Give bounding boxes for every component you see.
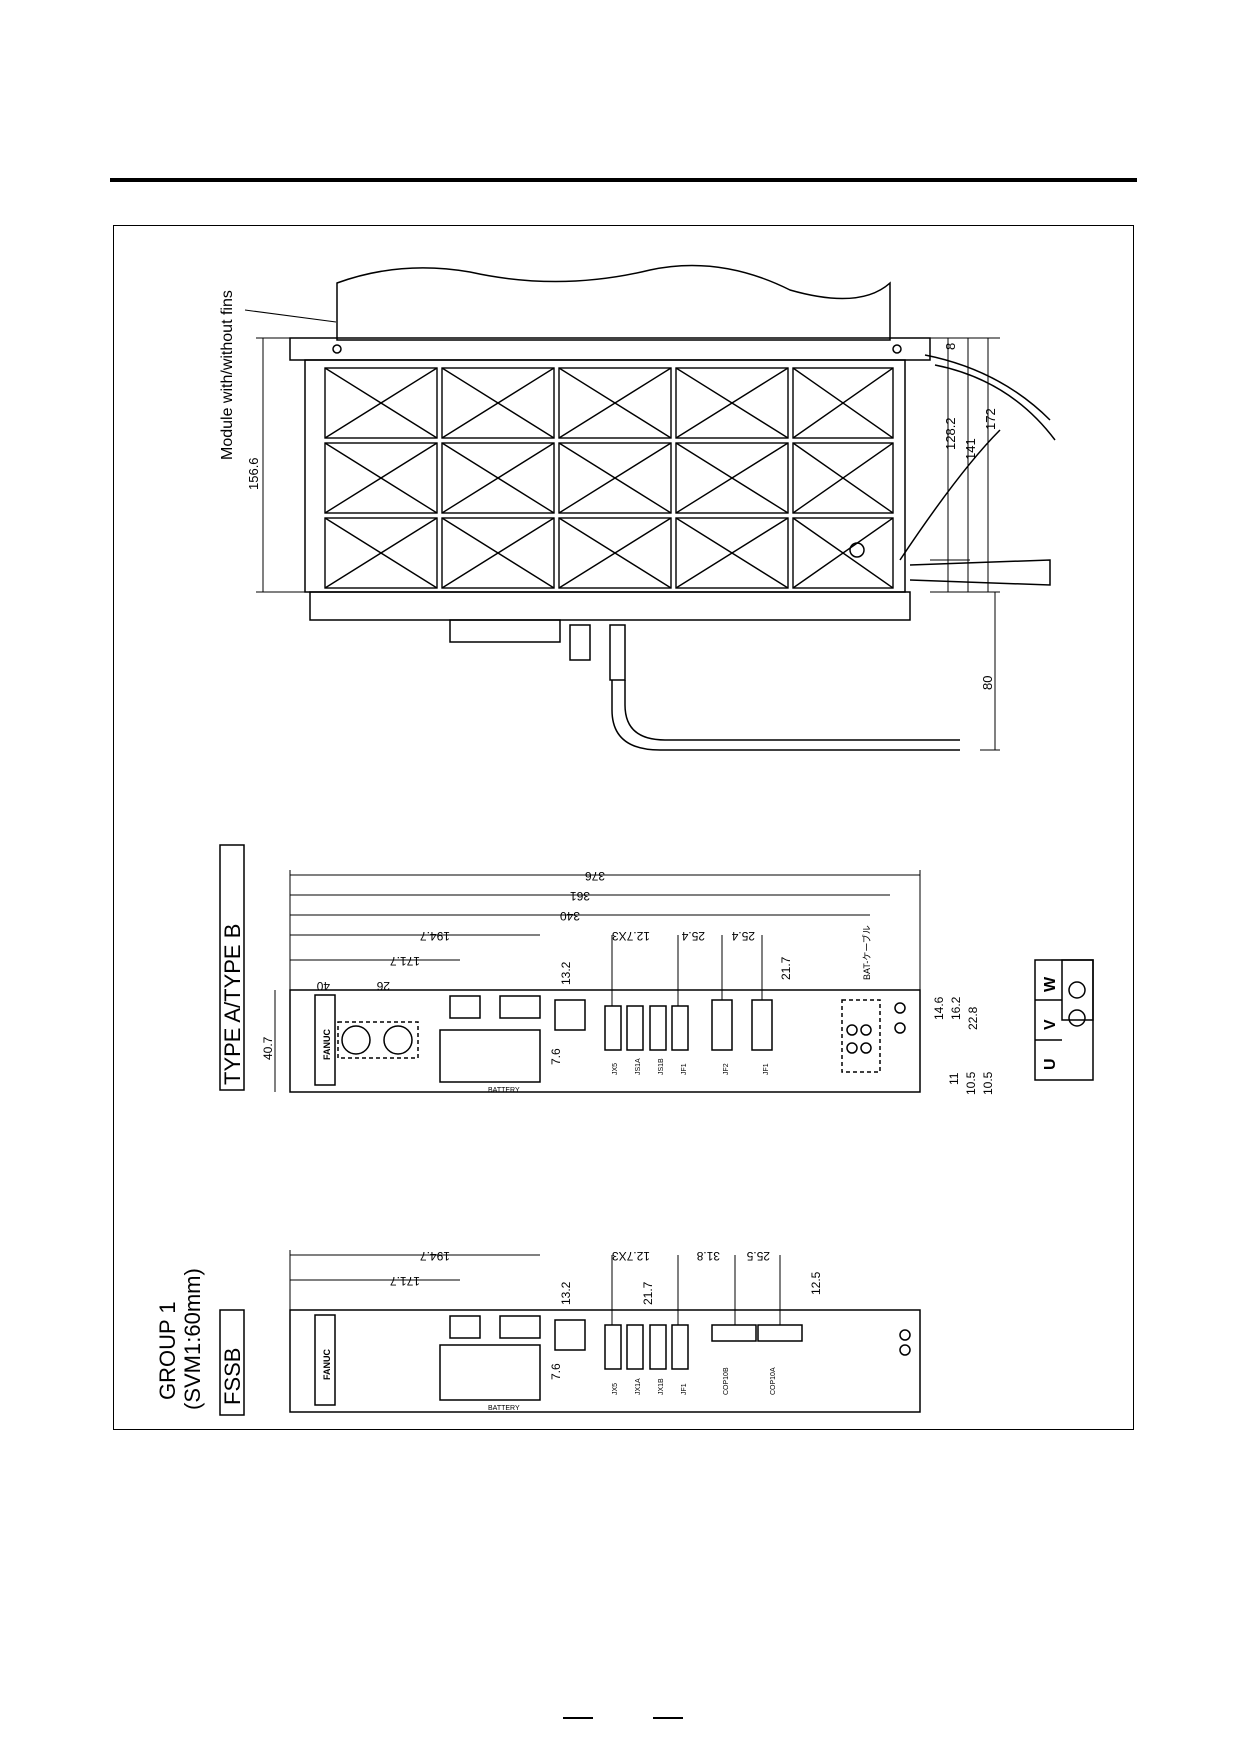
fssb-dim-13-2: 13.2 — [559, 1281, 573, 1305]
heatsink-dimensions: 156.6 8 128.2 141 172 80 — [246, 343, 998, 690]
fssb-dim-171-7: 171.7 — [390, 1274, 420, 1288]
brand-fssb: FANUC — [322, 1349, 332, 1380]
fssb-label: FSSB — [220, 1348, 245, 1405]
dim-16-2: 16.2 — [949, 996, 963, 1020]
battery-fssb: BATTERY — [488, 1405, 520, 1412]
dim-10-5a: 10.5 — [964, 1071, 978, 1095]
typeab-labels: TYPE A/TYPE B FANUC BATTERY 376 361 340 … — [219, 844, 995, 1095]
fssb-conn-cop10b: COP10B — [723, 1367, 730, 1395]
heatsink-view — [244, 264, 1056, 751]
fssb-conn-jf1: JF1 — [681, 1383, 688, 1395]
footer-mark-right — [653, 1717, 683, 1719]
fssb-dim-25-5: 25.5 — [746, 1249, 770, 1263]
uvw-terminal: U V W — [1034, 959, 1094, 1081]
fssb-conn-jx5: JX5 — [612, 1383, 619, 1395]
conn-js1b: JS1B — [658, 1058, 665, 1075]
footer-mark-left — [563, 1717, 593, 1719]
cable-label: BAT-ケーブル — [861, 925, 872, 980]
dim-376: 376 — [585, 869, 605, 883]
dim-340: 340 — [560, 909, 580, 923]
fssb-conn-cop10a: COP10A — [770, 1367, 777, 1395]
dim-8: 8 — [943, 343, 958, 350]
battery-typeab: BATTERY — [488, 1087, 520, 1094]
terminal-w: W — [1042, 976, 1059, 992]
conn-jf2: JF2 — [723, 1063, 730, 1075]
dim-26: 26 — [376, 979, 390, 993]
fssb-conn-jx1a: JX1A — [635, 1378, 642, 1395]
dim-80: 80 — [980, 676, 995, 690]
fssb-conn-jx1b: JX1B — [658, 1378, 665, 1395]
dim-heatsink-height: 156.6 — [246, 457, 261, 490]
fssb-dim-7-6: 7.6 — [549, 1363, 563, 1380]
dim-10-5b: 10.5 — [981, 1071, 995, 1095]
conn-js1a: JS1A — [635, 1058, 642, 1075]
dim-12-7x3: 12.7X3 — [612, 929, 650, 943]
dim-14-6: 14.6 — [932, 996, 946, 1020]
header-rule — [110, 178, 1137, 182]
dim-194-7: 194.7 — [420, 929, 450, 943]
fssb-labels: GROUP 1 (SVM1:60mm) FSSB FANUC BATTERY 1… — [155, 1249, 823, 1416]
fssb-dim-31-8: 31.8 — [696, 1249, 720, 1263]
dim-7-6: 7.6 — [549, 1048, 563, 1065]
fins-caption: Module with/without fins — [219, 290, 236, 460]
dim-25-4b: 25.4 — [731, 929, 755, 943]
conn-jf1: JF1 — [681, 1063, 688, 1075]
dim-128-2: 128.2 — [943, 417, 958, 450]
fssb-dim-12-5: 12.5 — [809, 1271, 823, 1295]
dim-22-8: 22.8 — [966, 1006, 980, 1030]
terminal-u: U — [1042, 1058, 1059, 1070]
drawing-frame — [113, 225, 1134, 1430]
typeab-view — [274, 870, 921, 1093]
dim-21-7: 21.7 — [779, 956, 793, 980]
dim-13-2: 13.2 — [559, 961, 573, 985]
terminal-v: V — [1042, 1019, 1059, 1030]
group-title-line2: (SVM1:60mm) — [180, 1268, 205, 1410]
dim-40: 40 — [316, 979, 330, 993]
type-label: TYPE A/TYPE B — [220, 924, 245, 1085]
fssb-dim-21-7: 21.7 — [641, 1281, 655, 1305]
dim-172: 172 — [983, 408, 998, 430]
brand-typeab: FANUC — [322, 1029, 332, 1060]
conn-jf1b: JF1 — [763, 1063, 770, 1075]
group-title-line1: GROUP 1 — [155, 1301, 180, 1400]
dim-361: 361 — [570, 889, 590, 903]
dim-141: 141 — [963, 438, 978, 460]
fssb-dim-194-7: 194.7 — [420, 1249, 450, 1263]
heatsink-fins — [324, 367, 894, 589]
dim-171-7: 171.7 — [390, 954, 420, 968]
dim-11: 11 — [947, 1072, 961, 1085]
conn-jx5: JX5 — [612, 1063, 619, 1075]
dim-25-4a: 25.4 — [681, 929, 705, 943]
fssb-view — [289, 1250, 921, 1413]
dim-40-7: 40.7 — [261, 1036, 275, 1060]
fssb-dim-12-7x3: 12.7X3 — [612, 1249, 650, 1263]
